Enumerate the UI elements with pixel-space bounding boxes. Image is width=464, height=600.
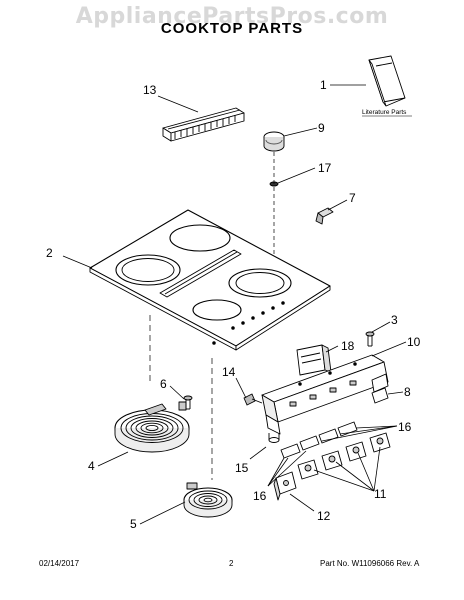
callout-16-left: 16 xyxy=(253,489,267,503)
side-screw xyxy=(243,393,263,406)
callout-6: 6 xyxy=(160,377,167,391)
footer-date: 02/14/2017 xyxy=(39,559,80,568)
literature-label: Literature Parts xyxy=(362,109,407,116)
footer-page-number: 2 xyxy=(229,559,234,568)
callout-14: 14 xyxy=(222,365,236,379)
callout-8: 8 xyxy=(404,385,411,399)
callout-11: 11 xyxy=(374,487,387,501)
callout-15: 15 xyxy=(235,461,249,475)
control-knob xyxy=(263,131,285,152)
bracket-tab xyxy=(371,387,389,404)
control-bracket xyxy=(261,354,389,443)
leader-lines xyxy=(62,84,407,525)
callout-5: 5 xyxy=(130,517,137,531)
callout-16-right: 16 xyxy=(398,420,412,434)
callout-1: 1 xyxy=(320,78,327,92)
callout-12: 12 xyxy=(317,509,331,523)
page-title: COOKTOP PARTS xyxy=(160,20,304,37)
large-radiant-element xyxy=(114,401,190,453)
switch-housing xyxy=(273,471,297,501)
watermark: AppliancePartsPros.com xyxy=(75,4,389,29)
switch-contacts xyxy=(280,421,358,459)
callout-7: 7 xyxy=(349,191,356,205)
small-radiant-element xyxy=(183,482,233,518)
callout-9: 9 xyxy=(318,121,325,135)
callout-13: 13 xyxy=(143,83,157,97)
control-board xyxy=(296,344,332,376)
callout-10: 10 xyxy=(407,335,421,349)
bracket-screw xyxy=(365,331,375,347)
footer-part-number: Part No. W11096066 Rev. A xyxy=(320,559,420,568)
glass-cooktop xyxy=(89,209,331,351)
literature-booklet xyxy=(368,55,406,107)
callout-18: 18 xyxy=(341,339,355,353)
rotary-switches xyxy=(297,432,391,480)
callout-4: 4 xyxy=(88,459,95,473)
screw xyxy=(183,395,193,410)
callout-2: 2 xyxy=(46,246,53,260)
callout-17: 17 xyxy=(318,161,332,175)
callout-3: 3 xyxy=(391,313,398,327)
vent-grille xyxy=(162,107,245,142)
bracket-clip xyxy=(315,207,334,225)
